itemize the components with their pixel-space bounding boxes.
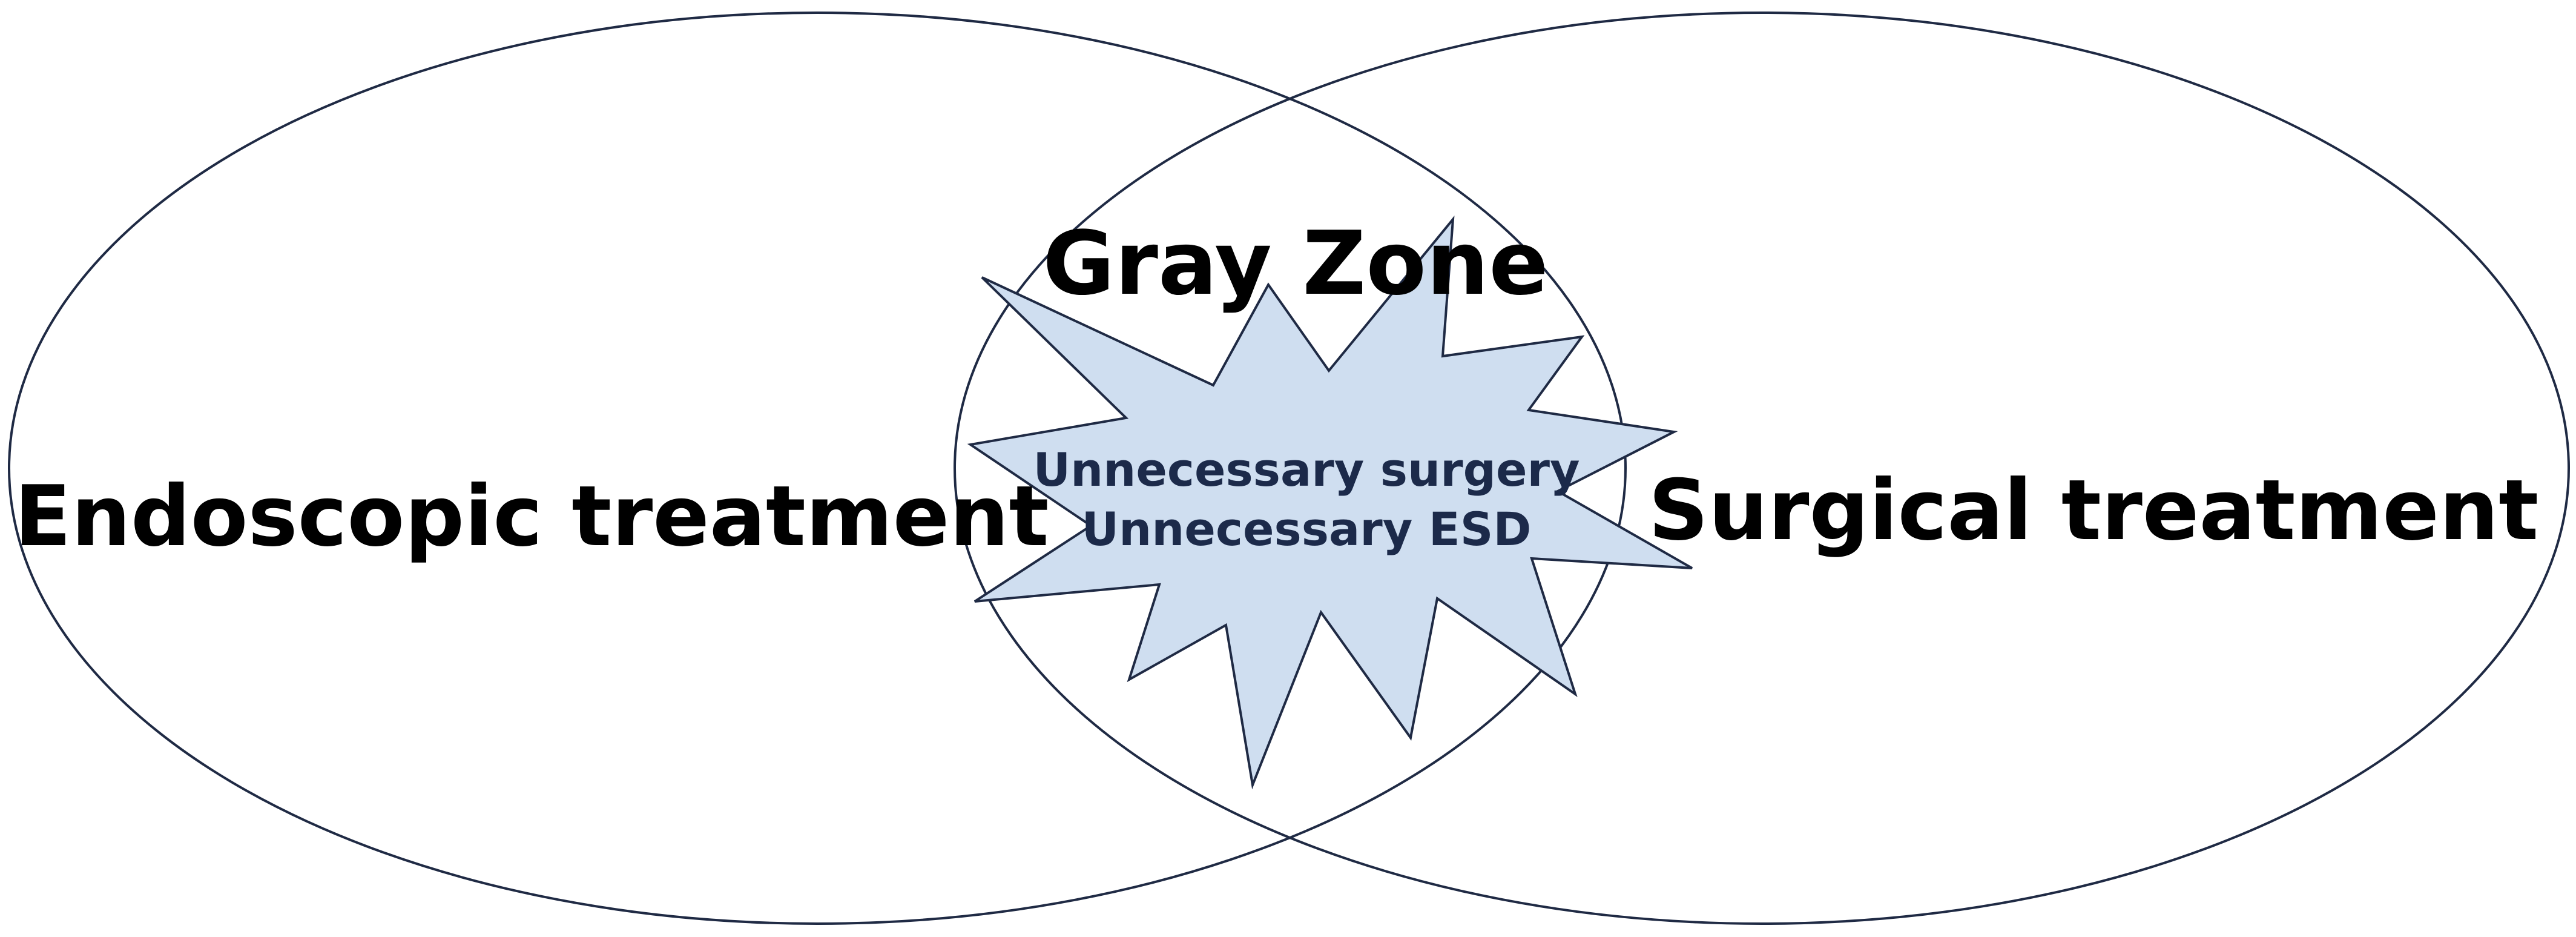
surgical-treatment-ellipse [954,12,2570,925]
endoscopic-treatment-label: Endoscopic treatment [14,468,1049,565]
burst-line-unnecessary-esd: Unnecessary ESD [1081,502,1531,556]
gray-zone-starburst [967,215,1693,790]
gray-zone-label: Gray Zone [1043,213,1548,315]
endoscopic-treatment-ellipse [8,12,1627,925]
surgical-treatment-label: Surgical treatment [1649,462,2538,559]
burst-line-unnecessary-surgery: Unnecessary surgery [1033,443,1580,497]
